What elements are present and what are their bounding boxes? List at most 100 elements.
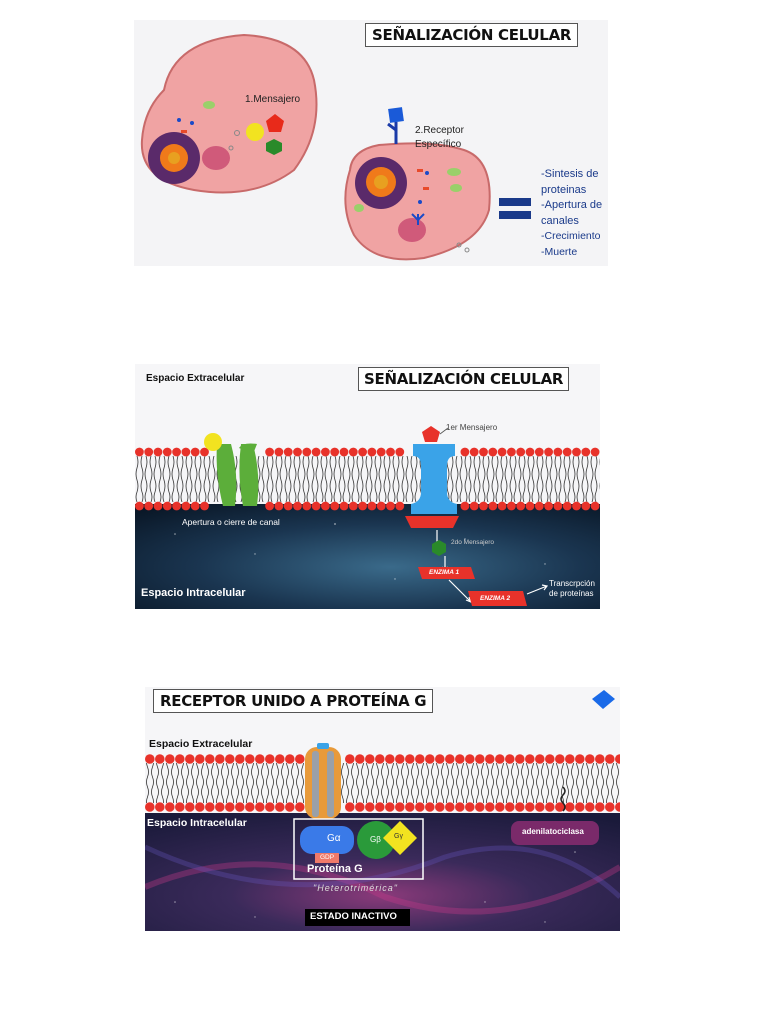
g-alpha xyxy=(300,826,354,854)
receptor-ligand xyxy=(388,107,404,123)
lipid-head xyxy=(572,501,581,511)
lipid-head xyxy=(153,447,163,457)
lipid-head xyxy=(465,802,475,812)
lipid-head xyxy=(245,754,255,764)
label-extracellular: Espacio Extracelular xyxy=(149,738,253,750)
lipid-head xyxy=(367,501,377,511)
lipid-head xyxy=(475,802,485,812)
lipid-head xyxy=(575,754,585,764)
membrane-illustration xyxy=(135,426,600,609)
lipid-head xyxy=(605,754,615,764)
lipid-head xyxy=(525,447,535,457)
lipid-head xyxy=(205,754,215,764)
lipid-head xyxy=(425,802,435,812)
lipid-head xyxy=(200,447,209,457)
outcome-item: proteinas xyxy=(541,183,587,196)
lipid-head xyxy=(505,754,515,764)
lipid-head xyxy=(144,501,154,511)
messenger-red xyxy=(266,114,284,132)
lipid-head xyxy=(386,501,395,511)
lipid-head xyxy=(255,802,265,812)
lipid-head xyxy=(295,802,305,812)
lipid-head xyxy=(553,447,563,457)
lipid-head xyxy=(497,447,507,457)
lipid-head xyxy=(135,501,144,511)
lipid-head xyxy=(475,754,485,764)
lipid-head xyxy=(155,802,165,812)
lipid-head xyxy=(485,802,495,812)
lipid-head xyxy=(525,754,535,764)
label-gdp: GDP xyxy=(320,854,335,861)
lipid-head xyxy=(245,802,255,812)
lipid-head xyxy=(365,802,375,812)
lipid-head xyxy=(405,754,415,764)
label-enzyme1: ENZIMA 1 xyxy=(429,569,460,576)
lipid-head xyxy=(395,447,405,457)
label-transcription-1: Transcrpción xyxy=(549,579,595,588)
lipid-head xyxy=(507,501,516,511)
lipid-head xyxy=(185,754,195,764)
outcome-item: -Sintesis de xyxy=(541,168,599,180)
panel1-title: SEÑALIZACIÓN CELULAR xyxy=(365,23,579,47)
label-g-alpha: Gα xyxy=(327,833,341,844)
lipid-head xyxy=(425,754,435,764)
lipid-head xyxy=(255,754,265,764)
lipid-head xyxy=(265,447,274,457)
lipid-head xyxy=(544,447,553,457)
adenylate-cyclase xyxy=(511,821,599,845)
lipid-head xyxy=(175,754,185,764)
lipid-head xyxy=(275,802,285,812)
label-receptor-1: 2.Receptor xyxy=(415,125,464,136)
lipid-head xyxy=(395,802,405,812)
lipid-head xyxy=(375,802,385,812)
lipid-head xyxy=(348,501,358,511)
lipid-head xyxy=(295,754,305,764)
lipid-head xyxy=(190,501,200,511)
lipid-head xyxy=(358,447,367,457)
lipid-head xyxy=(376,501,386,511)
label-second-messenger: 2do Mensajero xyxy=(451,539,494,546)
outcome-item: -Apertura de xyxy=(541,199,603,211)
lipid-head xyxy=(581,447,591,457)
lipid-head xyxy=(355,754,365,764)
lipid-head xyxy=(395,754,405,764)
lipid-head xyxy=(460,447,470,457)
lipid-head xyxy=(460,501,470,511)
lipid-head xyxy=(555,802,565,812)
cell-1 xyxy=(140,33,318,194)
receptor xyxy=(405,426,459,528)
lipid-head xyxy=(515,802,525,812)
lipid-head xyxy=(590,501,600,511)
lipid-head xyxy=(190,447,200,457)
label-heterotrimeric: "Heterotrimérica" xyxy=(313,883,398,893)
lipid-head xyxy=(358,501,367,511)
lipid-head xyxy=(595,754,605,764)
lipid-head xyxy=(525,501,535,511)
lipid-head xyxy=(205,802,215,812)
lipid-head xyxy=(235,802,245,812)
messenger-green xyxy=(266,139,282,155)
lipid-head xyxy=(479,501,488,511)
panel-membrane-signaling: SEÑALIZACIÓN CELULAR Espacio Extracelula… xyxy=(135,364,600,609)
lipid-head xyxy=(283,501,293,511)
membrane-tails xyxy=(145,763,620,803)
lipid-head xyxy=(311,501,321,511)
messenger-yellow xyxy=(246,123,264,141)
lipid-head xyxy=(585,754,595,764)
lipid-head xyxy=(348,447,358,457)
lipid-head xyxy=(275,754,285,764)
lipid-head xyxy=(455,802,465,812)
outcome-item: -Muerte xyxy=(541,245,578,258)
lipid-head xyxy=(495,802,505,812)
label-enzyme2: ENZIMA 2 xyxy=(480,595,511,602)
lipid-head xyxy=(311,447,321,457)
lipid-head xyxy=(293,447,302,457)
lipid-head xyxy=(435,802,445,812)
lipid-head xyxy=(365,754,375,764)
lipid-head xyxy=(165,802,175,812)
lipid-head xyxy=(145,802,155,812)
lipid-head xyxy=(575,802,585,812)
gdp xyxy=(315,853,339,863)
channel-ligand xyxy=(204,433,222,451)
lipid-head xyxy=(405,802,415,812)
